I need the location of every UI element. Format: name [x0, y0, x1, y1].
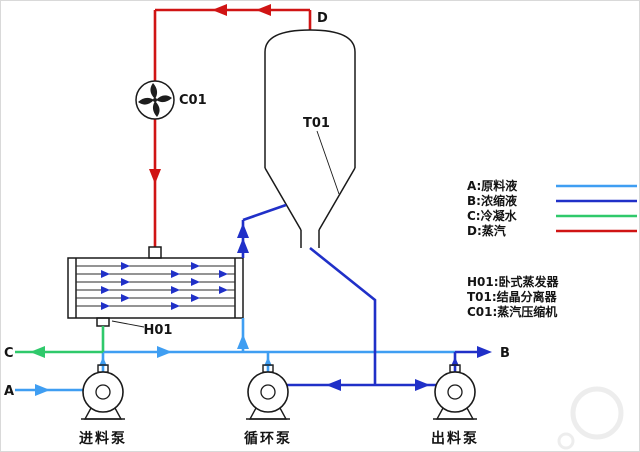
steam-flow-arrow [149, 169, 161, 184]
separator-vessel: T01 [264, 29, 356, 248]
circulation-pump-label: 循环泵 [244, 430, 292, 447]
legend: A:原料液 B:浓缩液 C:冷凝水 D:蒸汽 H01:卧式蒸发器 T01:结晶分… [467, 178, 637, 319]
evaporator: H01 [67, 246, 244, 338]
feed-flow-arrow [157, 346, 172, 358]
steam-line-group [149, 4, 312, 247]
watermark [557, 386, 624, 450]
legend-stream-b: B:浓缩液 [467, 193, 517, 208]
feed-pump [80, 364, 126, 420]
feed-arrows [35, 334, 272, 396]
circulation-pump [245, 364, 291, 420]
condensate-arrows [30, 346, 45, 358]
separator-tag: T01 [303, 116, 330, 131]
condensate-line-group [15, 326, 105, 358]
concentrate-arrows [237, 223, 492, 391]
fan-blades-icon [138, 83, 172, 117]
feed-flow-arrow [237, 334, 249, 349]
feed-line-group [15, 318, 455, 396]
separator-cone-left [264, 167, 302, 231]
evaporator-steam-nozzle [148, 246, 162, 259]
condensate-pipes [15, 326, 105, 354]
separator-body [264, 29, 356, 168]
concentrate-flow-arrow [326, 379, 341, 391]
concentrate-line-group [237, 203, 492, 391]
legend-equipment-h01: H01:卧式蒸发器 [467, 274, 560, 289]
pumps-group: 进料泵 循环泵 出料泵 [79, 364, 479, 447]
evaporator-condensate-nozzle [96, 317, 110, 327]
stream-label-c: C [4, 346, 14, 361]
stream-labels: D C A B [4, 11, 510, 399]
legend-equipment-c01: C01:蒸汽压缩机 [467, 304, 557, 319]
stream-label-d: D [317, 11, 328, 26]
legend-stream-c: C:冷凝水 [467, 208, 518, 223]
concentrate-flow-arrow [237, 238, 249, 253]
evaporator-shell [67, 257, 244, 319]
discharge-pump-label: 出料泵 [431, 430, 479, 447]
stream-label-a: A [4, 384, 14, 399]
discharge-pump [432, 364, 478, 420]
separator-cone-right [318, 167, 356, 231]
evaporator-outlet-to-separator [242, 203, 287, 222]
concentrate-pipes [241, 203, 481, 387]
feed-pump-label: 进料泵 [79, 430, 127, 447]
legend-equipment-t01: T01:结晶分离器 [467, 289, 558, 304]
steam-flow-arrow [212, 4, 227, 16]
evaporator-leader-line [111, 320, 145, 328]
compressor: C01 [135, 80, 207, 120]
legend-stream-d: D:蒸汽 [467, 223, 506, 238]
concentrate-flow-arrow [415, 379, 430, 391]
separator-bottom-outlet-pipe [309, 246, 377, 385]
evaporator-tag: H01 [144, 323, 173, 338]
compressor-tag: C01 [179, 93, 207, 108]
feed-flow-arrow [35, 384, 50, 396]
legend-stream-a: A:原料液 [467, 178, 517, 193]
stream-label-b: B [500, 346, 510, 361]
concentrate-flow-arrow [237, 223, 249, 238]
separator-leader-line [316, 130, 340, 195]
concentrate-flow-arrow [477, 346, 492, 358]
steam-flow-arrow [256, 4, 271, 16]
condensate-flow-arrow [30, 346, 45, 358]
feed-pipes [15, 318, 455, 392]
